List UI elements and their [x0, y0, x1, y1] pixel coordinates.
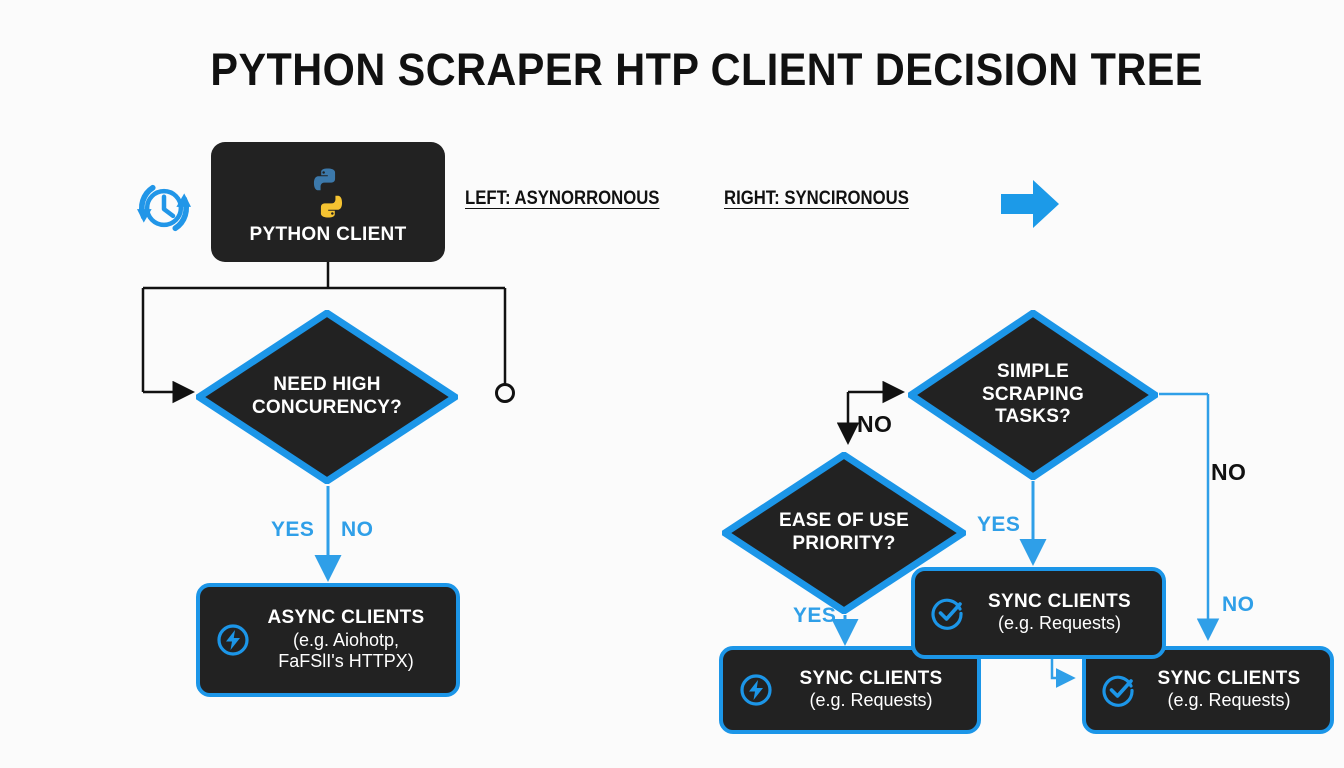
- node-async-clients[interactable]: ASYNC CLIENTS (e.g. Aiohotp, FaFSlI's HT…: [196, 583, 460, 697]
- node-sync-clients-bottom-left-title: SYNC CLIENTS: [799, 668, 943, 689]
- node-sync-clients-bottom-right-title: SYNC CLIENTS: [1157, 668, 1301, 689]
- node-sync-clients-bottom-left[interactable]: SYNC CLIENTS (e.g. Requests): [719, 646, 981, 734]
- diamond-shape: [908, 310, 1158, 480]
- node-sync-clients-bottom-right-sub: (e.g. Requests): [1167, 690, 1291, 711]
- lightning-bolt-icon: [217, 624, 249, 656]
- edge-label-yes-right: YES: [977, 513, 1021, 536]
- legend-left-async: LEFT: ASYNORRONOUS: [465, 188, 660, 209]
- python-logo-icon: [313, 168, 343, 218]
- page-title: PYTHON SCRAPER HTP CLIENT DECISION TREE: [210, 44, 1203, 95]
- check-circle-icon: [931, 598, 963, 630]
- edge-label-no-upper-right: NO: [1211, 459, 1247, 485]
- edge-label-no-lower-right: NO: [1222, 593, 1255, 616]
- node-sync-clients-bottom-left-sub: (e.g. Requests): [809, 690, 933, 711]
- edge-label-no-left: NO: [341, 518, 374, 541]
- node-sync-clients-middle[interactable]: SYNC CLIENTS (e.g. Requests): [911, 567, 1166, 659]
- refresh-clock-icon: [137, 184, 191, 232]
- node-python-client-label: PYTHON CLIENT: [249, 223, 407, 245]
- edge-into-simple-scraping: [836, 380, 905, 445]
- node-python-client[interactable]: PYTHON CLIENT: [211, 142, 445, 262]
- node-async-clients-line2: (e.g. Aiohotp,: [292, 629, 400, 650]
- edge-label-yes-ease-of-use: YES: [793, 604, 837, 627]
- legend-right-sync: RIGHT: SYNCIRONOUS: [724, 188, 909, 209]
- edge-label-yes-left: YES: [271, 518, 315, 541]
- diamond-shape: [196, 310, 458, 484]
- edge-mid-to-bottom-right: [1050, 659, 1076, 688]
- lightning-bolt-icon: [740, 674, 772, 706]
- edge-label-no-middle: NO: [857, 411, 893, 437]
- node-sync-clients-middle-sub: (e.g. Requests): [997, 613, 1122, 634]
- right-arrow-icon: [1001, 180, 1059, 228]
- node-sync-clients-middle-title: SYNC CLIENTS: [988, 591, 1131, 612]
- check-circle-icon: [1102, 675, 1134, 707]
- edge-python-split: [141, 262, 515, 404]
- node-async-clients-line3: FaFSlI's HTTPX): [278, 651, 414, 672]
- node-async-clients-title: ASYNC CLIENTS: [267, 607, 425, 629]
- node-sync-clients-bottom-right[interactable]: SYNC CLIENTS (e.g. Requests): [1082, 646, 1334, 734]
- diamond-shape: [722, 452, 966, 614]
- decision-need-high-concurrency[interactable]: NEED HIGH CONCURENCY?: [196, 310, 458, 484]
- edge-simple-no-right: [1159, 392, 1220, 641]
